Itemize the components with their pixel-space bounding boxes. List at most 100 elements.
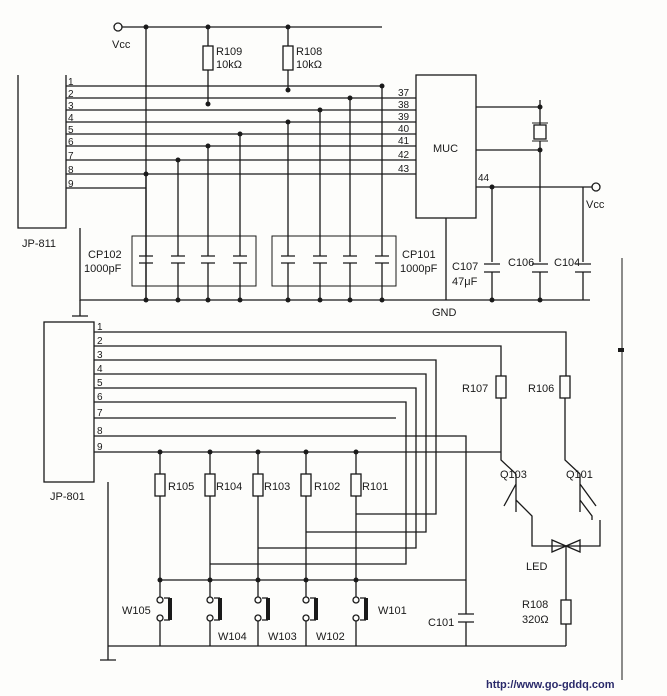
vcc-right-label: Vcc	[586, 199, 605, 211]
switch-actuator-1	[218, 598, 222, 620]
jp801-pin-9: 9	[97, 442, 103, 453]
cp101-label: CP101	[402, 249, 436, 261]
q103-label: Q103	[500, 469, 527, 481]
muc-pin-44: 44	[478, 173, 490, 184]
r108-resistor	[282, 45, 294, 71]
jp801-pin-1: 1	[97, 322, 103, 333]
vcc-right-terminal	[591, 182, 601, 192]
jp801-pin-7: 7	[97, 408, 103, 419]
array-cap-2	[201, 255, 215, 264]
led-diode	[551, 539, 581, 553]
switch-bar-3	[310, 597, 316, 621]
switch-bar-0	[164, 597, 170, 621]
muc-pin-40: 40	[398, 124, 410, 135]
cp101-array	[271, 235, 397, 287]
r109-label: R109	[216, 46, 242, 58]
array-cap-1	[171, 255, 185, 264]
w103-label: W103	[268, 631, 297, 643]
bottom-bus-lines	[94, 331, 567, 565]
switch-bar-1	[214, 597, 220, 621]
c101-capacitor	[458, 438, 474, 646]
cp102-array	[131, 235, 257, 287]
muc-label: MUC	[433, 143, 458, 155]
junction-r108	[285, 87, 291, 93]
c107-capacitor	[484, 263, 500, 273]
top-bus-lines	[66, 85, 416, 189]
jp811-pin-7: 7	[68, 151, 74, 162]
c104-label: C104	[554, 257, 580, 269]
bottom-bus-line-4	[94, 373, 427, 533]
c106-label: C106	[508, 257, 534, 269]
array-cap-4	[281, 255, 295, 264]
jp811-label: JP-811	[22, 238, 56, 250]
key-resistor-3	[300, 473, 312, 497]
source-url: http://www.go-gddq.com	[486, 679, 615, 691]
muc-chip	[415, 74, 477, 219]
c101-label: C101	[428, 617, 454, 629]
switch-contact-b-0	[156, 614, 164, 622]
jp811-pin-4: 4	[68, 113, 74, 124]
muc-pin-37: 37	[398, 88, 410, 99]
switch-actuator-2	[266, 598, 270, 620]
r104-label: R104	[216, 481, 242, 493]
crystal	[533, 124, 547, 140]
switch-contact-b-1	[206, 614, 214, 622]
jp811-pin-9: 9	[68, 179, 74, 190]
w105-label: W105	[122, 605, 151, 617]
crystal-wire-top	[476, 106, 541, 125]
bottom-bus-line-2	[94, 345, 502, 376]
muc-pin-42: 42	[398, 150, 410, 161]
switch-contact-b-4	[352, 614, 360, 622]
array-cap-7	[375, 255, 389, 264]
gnd-symbol-top	[72, 300, 88, 317]
r109-resistor	[202, 45, 214, 71]
jp811-pin-2: 2	[68, 89, 74, 100]
gnd-symbol-bottom	[100, 482, 116, 661]
w101-label: W101	[378, 605, 407, 617]
key-resistor-4	[350, 473, 362, 497]
switch-contact-a-0	[156, 596, 164, 604]
jp811-connector	[17, 75, 67, 229]
r102-label: R102	[314, 481, 340, 493]
array-cap-6	[343, 255, 357, 264]
r109-value: 10kΩ	[216, 59, 242, 71]
bottom-bus-line-5	[94, 387, 417, 549]
c106-capacitor	[532, 263, 548, 273]
jp801-pin-3: 3	[97, 350, 103, 361]
muc-pin-39: 39	[398, 112, 410, 123]
jp801-pin-8: 8	[97, 426, 103, 437]
bottom-bus-line-8	[94, 435, 467, 438]
r108b-value: 320Ω	[522, 614, 549, 626]
jp801-pin-2: 2	[97, 336, 103, 347]
key-resistor-1	[204, 473, 216, 497]
vcc-top-label: Vcc	[112, 39, 131, 51]
switch-contact-b-2	[254, 614, 262, 622]
w104-label: W104	[218, 631, 247, 643]
array-cap-3	[233, 255, 247, 264]
jp801-connector	[43, 321, 95, 483]
r105-label: R105	[168, 481, 194, 493]
jp801-label: JP-801	[50, 491, 85, 503]
jp811-pin-5: 5	[68, 125, 74, 136]
jp811-pin-3: 3	[68, 101, 74, 112]
switch-contact-a-1	[206, 596, 214, 604]
key-matrix	[154, 449, 368, 646]
c107-value: 47μF	[452, 276, 478, 288]
jp811-pin-8: 8	[68, 165, 74, 176]
junction-r109	[205, 101, 211, 107]
key-resistor-2	[252, 473, 264, 497]
switch-actuator-4	[364, 598, 368, 620]
switch-bar-4	[360, 597, 366, 621]
q103-transistor	[503, 474, 533, 520]
r107-label: R107	[462, 383, 488, 395]
cp101-value: 1000pF	[400, 263, 438, 275]
muc-pin-41: 41	[398, 136, 410, 147]
jp801-pin-6: 6	[97, 392, 103, 403]
key-resistor-0	[154, 473, 166, 497]
bottom-bus-line-1	[94, 331, 567, 376]
switch-contact-b-3	[302, 614, 310, 622]
